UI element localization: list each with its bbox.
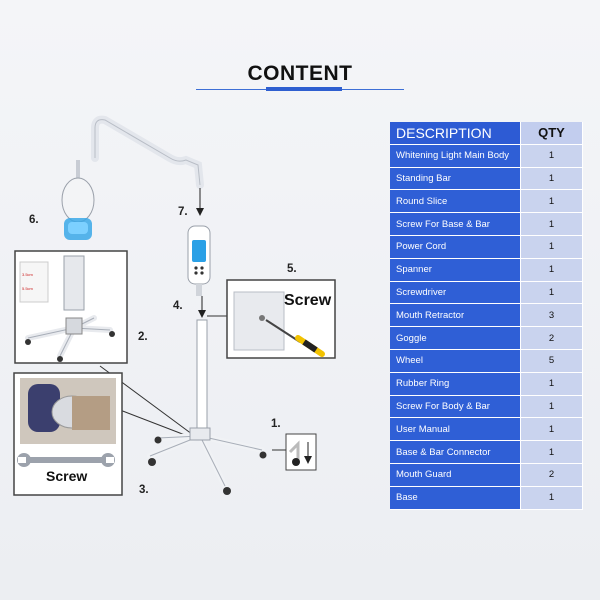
svg-text:5.5cm: 5.5cm bbox=[22, 286, 34, 291]
step-label-4: 4. bbox=[173, 300, 183, 312]
row-qty: 1 bbox=[521, 372, 583, 396]
row-description: Screw For Base & Bar bbox=[390, 213, 521, 236]
row-qty: 1 bbox=[521, 213, 583, 236]
row-qty: 1 bbox=[521, 441, 583, 464]
step-label-7: 7. bbox=[178, 206, 188, 218]
lamp-head bbox=[61, 177, 95, 223]
lamp-arm-outline bbox=[94, 119, 201, 186]
row-description: Goggle bbox=[390, 327, 521, 350]
row-qty: 1 bbox=[521, 258, 583, 282]
lamp-light-glow bbox=[68, 222, 88, 234]
controller-screen bbox=[192, 240, 206, 262]
step-label-6: 6. bbox=[29, 214, 39, 226]
row-description: Mouth Retractor bbox=[390, 304, 521, 328]
base-legs bbox=[147, 433, 265, 489]
arrow-step7-head bbox=[196, 208, 204, 216]
row-qty: 3 bbox=[521, 304, 583, 328]
row-description: Rubber Ring bbox=[390, 372, 521, 396]
title-underline-left bbox=[196, 89, 266, 90]
row-description: Whitening Light Main Body bbox=[390, 144, 521, 168]
wheel bbox=[223, 487, 231, 495]
row-qty: 1 bbox=[521, 418, 583, 442]
arrow-step4-head bbox=[198, 310, 206, 318]
row-description: Spanner bbox=[390, 258, 521, 282]
step-label-3: 3. bbox=[139, 484, 149, 496]
page-title: CONTENT bbox=[247, 62, 353, 85]
row-qty: 1 bbox=[521, 190, 583, 214]
header-description: DESCRIPTION bbox=[390, 122, 521, 145]
step-label-2: 2. bbox=[138, 331, 148, 343]
row-description: Screwdriver bbox=[390, 281, 521, 305]
row-description: Mouth Guard bbox=[390, 463, 521, 487]
row-qty: 1 bbox=[521, 395, 583, 419]
row-description: Power Cord bbox=[390, 235, 521, 259]
lamp-arm bbox=[91, 115, 204, 189]
row-description: Screw For Body & Bar bbox=[390, 395, 521, 419]
row-description: User Manual bbox=[390, 418, 521, 442]
row-qty: 1 bbox=[521, 167, 583, 191]
svg-text:3.5cm: 3.5cm bbox=[22, 272, 34, 277]
wheel bbox=[154, 436, 162, 444]
standing-bar bbox=[196, 319, 208, 433]
row-description: Base & Bar Connector bbox=[390, 441, 521, 464]
title-underline-accent bbox=[266, 87, 342, 91]
base-connector bbox=[189, 427, 211, 441]
row-qty: 1 bbox=[521, 144, 583, 168]
row-qty: 1 bbox=[521, 235, 583, 259]
wheel bbox=[259, 451, 267, 459]
header-qty: QTY bbox=[521, 122, 583, 145]
row-description: Wheel bbox=[390, 349, 521, 373]
row-qty: 1 bbox=[521, 281, 583, 305]
content-table: DESCRIPTION QTY Whitening Light Main Bod… bbox=[390, 122, 583, 510]
row-qty: 5 bbox=[521, 349, 583, 373]
table-header: DESCRIPTION QTY bbox=[390, 122, 583, 145]
step-label-5: 5. bbox=[287, 263, 297, 275]
title-underline-right bbox=[342, 89, 404, 90]
controller-connector bbox=[196, 284, 202, 296]
row-qty: 2 bbox=[521, 463, 583, 487]
arrow-step1-head bbox=[304, 456, 312, 464]
row-qty: 2 bbox=[521, 327, 583, 350]
row-description: Round Slice bbox=[390, 190, 521, 214]
screw-label-bottom: Screw bbox=[46, 468, 88, 484]
wheel bbox=[148, 458, 156, 466]
screw-label-top: Screw bbox=[284, 292, 332, 309]
row-description: Base bbox=[390, 486, 521, 510]
screwdriver-icon bbox=[265, 319, 301, 343]
step-label-1: 1. bbox=[271, 418, 281, 430]
row-qty: 1 bbox=[521, 486, 583, 510]
row-description: Standing Bar bbox=[390, 167, 521, 191]
